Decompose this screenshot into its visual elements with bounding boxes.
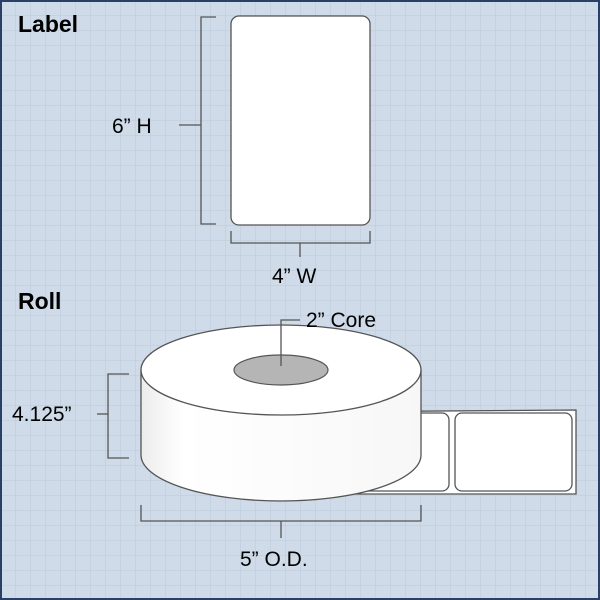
- label-height-text: 6” H: [112, 115, 152, 138]
- label-rectangle: [230, 15, 371, 226]
- width-dimension-bracket: [230, 231, 371, 257]
- label-width-text: 4” W: [272, 265, 317, 288]
- height-dimension-bracket: [179, 16, 216, 225]
- roll-height-text: 4.125”: [12, 403, 72, 426]
- roll-label-2: [454, 412, 573, 492]
- core-text: 2” Core: [306, 309, 377, 332]
- core-callout: [280, 319, 300, 366]
- outer-diameter-text: 5” O.D.: [240, 548, 308, 571]
- roll-height-bracket: [97, 373, 129, 459]
- outer-diameter-bracket: [140, 505, 422, 538]
- roll-section-title: Roll: [18, 288, 62, 314]
- label-section-title: Label: [18, 11, 79, 37]
